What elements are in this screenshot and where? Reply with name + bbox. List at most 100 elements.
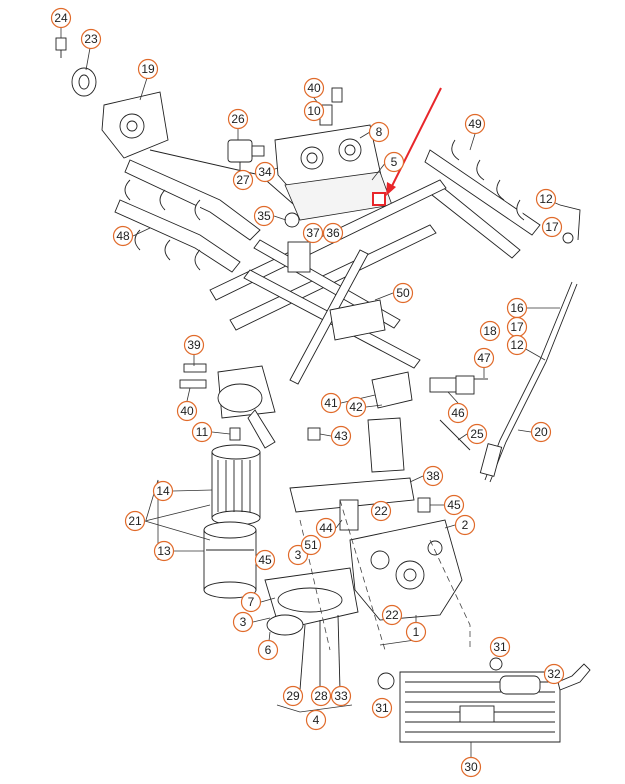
svg-text:43: 43 (334, 429, 348, 443)
svg-text:13: 13 (157, 544, 171, 558)
svg-text:3: 3 (240, 615, 247, 629)
callout-12[interactable]: 12 (535, 188, 557, 210)
svg-text:27: 27 (236, 173, 250, 187)
svg-text:47: 47 (477, 351, 491, 365)
callout-8[interactable]: 8 (368, 121, 390, 143)
callout-32[interactable]: 32 (543, 663, 565, 685)
callout-14[interactable]: 14 (152, 480, 174, 502)
plug-11 (229, 427, 241, 441)
callout-40b[interactable]: 40 (176, 400, 198, 422)
callout-39[interactable]: 39 (183, 334, 205, 356)
svg-text:5: 5 (391, 155, 398, 169)
callout-47[interactable]: 47 (473, 347, 495, 369)
svg-text:26: 26 (231, 112, 245, 126)
callout-24[interactable]: 24 (50, 7, 72, 29)
callout-34[interactable]: 34 (254, 161, 276, 183)
callout-2[interactable]: 2 (454, 514, 476, 536)
callout-5[interactable]: 5 (383, 151, 405, 173)
callout-42[interactable]: 42 (345, 396, 367, 418)
callout-28[interactable]: 28 (310, 685, 332, 707)
svg-text:38: 38 (426, 469, 440, 483)
callout-50[interactable]: 50 (392, 282, 414, 304)
svg-text:35: 35 (257, 209, 271, 223)
svg-text:45: 45 (258, 553, 272, 567)
shift-fork-cluster-48 (114, 149, 301, 273)
callout-12b[interactable]: 12 (506, 334, 528, 356)
svg-text:31: 31 (493, 640, 507, 654)
svg-text:16: 16 (510, 301, 524, 315)
pump-housing-1 (349, 519, 463, 621)
callout-16[interactable]: 16 (506, 297, 528, 319)
svg-text:14: 14 (156, 484, 170, 498)
callout-51[interactable]: 51 (300, 534, 322, 556)
callout-22[interactable]: 22 (370, 500, 392, 522)
callout-13[interactable]: 13 (153, 540, 175, 562)
callout-38[interactable]: 38 (422, 465, 444, 487)
callout-27[interactable]: 27 (232, 169, 254, 191)
callout-41[interactable]: 41 (320, 392, 342, 414)
svg-text:30: 30 (464, 760, 478, 774)
callout-22b[interactable]: 22 (381, 604, 403, 626)
svg-text:46: 46 (451, 406, 465, 420)
valve-body-8 (274, 87, 383, 201)
bracket-center (367, 417, 405, 473)
callout-21[interactable]: 21 (124, 510, 146, 532)
callout-19[interactable]: 19 (137, 58, 159, 80)
svg-text:34: 34 (258, 165, 272, 179)
spring-46 (429, 377, 457, 393)
callout-46[interactable]: 46 (447, 402, 469, 424)
svg-text:6: 6 (265, 643, 272, 657)
callout-48[interactable]: 48 (112, 225, 134, 247)
callout-29[interactable]: 29 (282, 685, 304, 707)
callout-18[interactable]: 18 (479, 320, 501, 342)
svg-text:17: 17 (510, 320, 524, 334)
callout-36[interactable]: 36 (322, 222, 344, 244)
pin-12 (559, 204, 581, 241)
callout-45[interactable]: 45 (443, 494, 465, 516)
svg-text:40: 40 (180, 404, 194, 418)
svg-text:21: 21 (128, 514, 142, 528)
callout-3b[interactable]: 3 (232, 611, 254, 633)
callout-49[interactable]: 49 (464, 113, 486, 135)
callout-4[interactable]: 4 (305, 709, 327, 731)
svg-text:32: 32 (547, 667, 561, 681)
callout-44[interactable]: 44 (315, 517, 337, 539)
svg-text:22: 22 (385, 608, 399, 622)
callout-35[interactable]: 35 (253, 205, 275, 227)
callout-11[interactable]: 11 (191, 421, 213, 443)
callout-17[interactable]: 17 (541, 216, 563, 238)
callout-40[interactable]: 40 (303, 77, 325, 99)
callout-26[interactable]: 26 (227, 108, 249, 130)
callout-31b[interactable]: 31 (371, 697, 393, 719)
callout-31[interactable]: 31 (489, 636, 511, 658)
dipstick-tube-16 (479, 281, 578, 483)
callout-45b[interactable]: 45 (254, 549, 276, 571)
svg-text:49: 49 (468, 117, 482, 131)
svg-text:25: 25 (470, 427, 484, 441)
bolt-24 (55, 37, 67, 51)
callout-43[interactable]: 43 (330, 425, 352, 447)
svg-text:17: 17 (545, 220, 559, 234)
svg-text:42: 42 (349, 400, 363, 414)
svg-text:2: 2 (462, 518, 469, 532)
callout-20[interactable]: 20 (530, 421, 552, 443)
callout-23[interactable]: 23 (80, 28, 102, 50)
callout-33[interactable]: 33 (330, 685, 352, 707)
callout-7[interactable]: 7 (240, 591, 262, 613)
callout-17b[interactable]: 17 (506, 316, 528, 338)
svg-text:39: 39 (187, 338, 201, 352)
svg-text:22: 22 (374, 504, 388, 518)
svg-text:48: 48 (116, 229, 130, 243)
callout-1[interactable]: 1 (405, 621, 427, 643)
callout-10[interactable]: 10 (303, 100, 325, 122)
svg-text:41: 41 (324, 396, 338, 410)
callout-37[interactable]: 37 (302, 222, 324, 244)
highlight-arrow (390, 87, 442, 189)
callout-6[interactable]: 6 (257, 639, 279, 661)
svg-text:12: 12 (510, 338, 524, 352)
svg-text:50: 50 (396, 286, 410, 300)
svg-text:33: 33 (334, 689, 348, 703)
callout-25[interactable]: 25 (466, 423, 488, 445)
callout-30[interactable]: 30 (460, 756, 482, 778)
lower-housing-7 (264, 567, 359, 691)
